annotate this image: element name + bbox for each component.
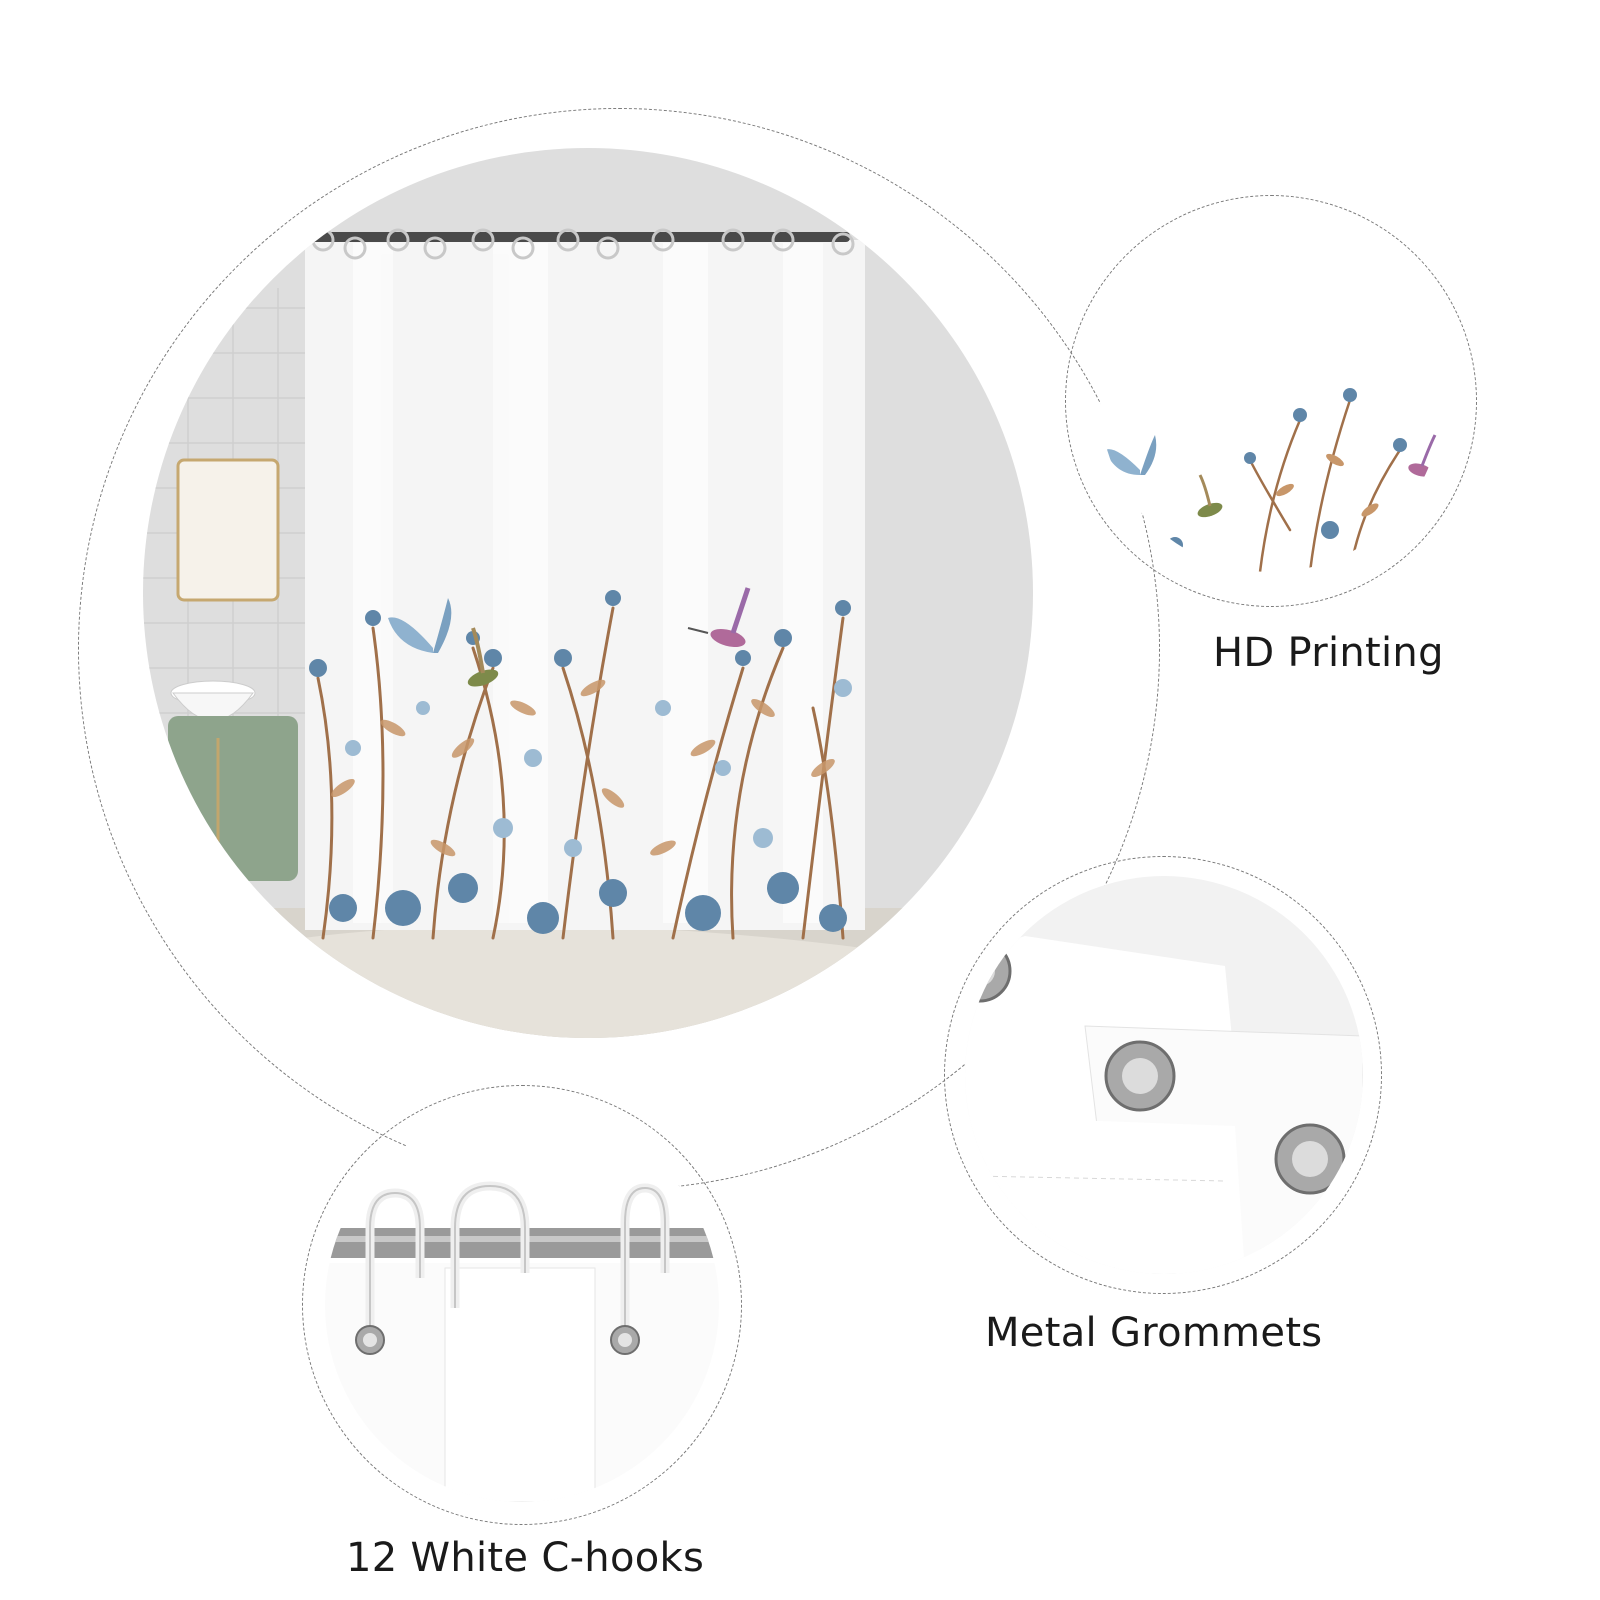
detail-butterfly <box>1105 435 1157 475</box>
hd-printing-label: HD Printing <box>1213 630 1444 676</box>
grommet-icon <box>1274 1123 1346 1195</box>
curtain-hooks <box>311 228 855 260</box>
metal-grommets-label: Metal Grommets <box>985 1310 1323 1356</box>
c-hooks-ring <box>302 1085 742 1525</box>
butterfly <box>388 598 452 653</box>
light-blue-flowers <box>345 679 852 857</box>
curtain-scene <box>143 148 1033 1038</box>
hummingbird-right <box>687 587 751 648</box>
detail-hummingbird-pink <box>1408 434 1437 477</box>
main-curtain-photo <box>143 148 1033 1038</box>
hd-printing-detail <box>1100 230 1442 572</box>
grommet-icon <box>1104 1040 1176 1112</box>
c-hooks-label: 12 White C-hooks <box>346 1535 705 1581</box>
grommet-icon <box>355 1325 385 1355</box>
grommet-icon <box>610 1325 640 1355</box>
c-hooks-detail <box>325 1108 719 1502</box>
blue-flowers <box>309 590 851 934</box>
metal-grommets-ring <box>944 856 1382 1294</box>
floral-branches <box>316 606 845 940</box>
hd-printing-ring <box>1065 195 1477 607</box>
hummingbird-left <box>467 627 499 687</box>
detail-hummingbird <box>1197 474 1223 518</box>
metal-grommets-detail <box>965 876 1363 1274</box>
leaves <box>331 679 835 857</box>
mirror <box>176 458 280 602</box>
shower-curtain <box>305 240 865 930</box>
